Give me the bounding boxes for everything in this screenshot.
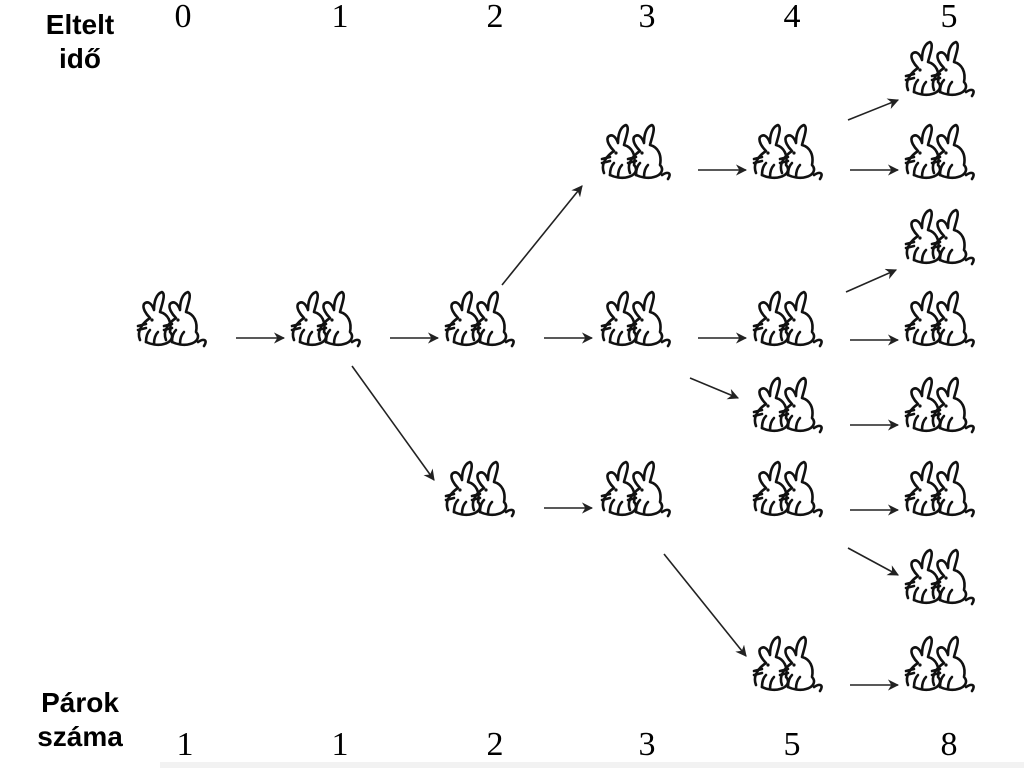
bottom-edge [160,762,1024,768]
growth-arrow-3 [351,365,435,481]
rabbit-pair-icon-t4-9 [754,378,822,432]
time-step-3: 3 [638,0,656,35]
rabbit-pair-icon-t4-7 [754,125,822,179]
rabbit-pair-icon-t1-1 [292,292,360,346]
rabbit-pair-icon-t3-4 [602,125,670,179]
pair-count-2: 2 [486,726,504,763]
rabbit-pair-icon-t2-3 [446,462,514,516]
time-step-4: 4 [783,0,801,35]
pair-count-3: 3 [638,726,656,763]
time-step-0: 0 [174,0,192,35]
pair-count-0: 1 [176,726,194,763]
rabbit-pair-icon-t5-18 [906,550,974,604]
rabbit-pair-icon-t3-6 [602,462,670,516]
pair-count-label-line2: száma [37,721,123,752]
growth-arrow-4 [501,185,583,286]
growth-arrow-10 [847,98,900,121]
pair-count-4: 5 [783,726,801,763]
growth-arrow-12 [845,268,898,293]
rabbit-pair-icon-t5-13 [906,125,974,179]
pair-count-5: 8 [940,726,958,763]
rabbit-pair-icon-t4-11 [754,637,822,691]
growth-arrow-16 [847,547,899,576]
elapsed-time-label-line2: idő [59,43,101,74]
rabbit-pair-icon-t5-16 [906,378,974,432]
rabbit-pair-icon-t5-15 [906,292,974,346]
pair-count-label: Párok száma [5,686,155,754]
time-step-2: 2 [486,0,504,35]
growth-arrow-6 [689,377,740,400]
elapsed-time-label: Eltelt idő [5,8,155,76]
growth-arrow-8 [663,553,747,657]
rabbit-pair-icon-t5-19 [906,637,974,691]
rabbit-pair-icon-t5-12 [906,42,974,96]
time-step-1: 1 [331,0,349,35]
rabbit-pair-icon-t4-8 [754,292,822,346]
pair-count-1: 1 [331,726,349,763]
rabbit-pair-icon-t2-2 [446,292,514,346]
rabbit-pair-icon-t5-17 [906,462,974,516]
rabbit-pair-icon-t0-0 [138,292,206,346]
rabbit-pair-icon-t4-10 [754,462,822,516]
growth-arrows [236,98,900,691]
pair-count-label-line1: Párok [41,687,119,718]
rabbit-pair-icon-t5-14 [906,210,974,264]
rabbit-pair-icon-t3-5 [602,292,670,346]
time-step-5: 5 [940,0,958,35]
elapsed-time-label-line1: Eltelt [45,9,115,40]
rabbit-pairs [138,42,974,691]
